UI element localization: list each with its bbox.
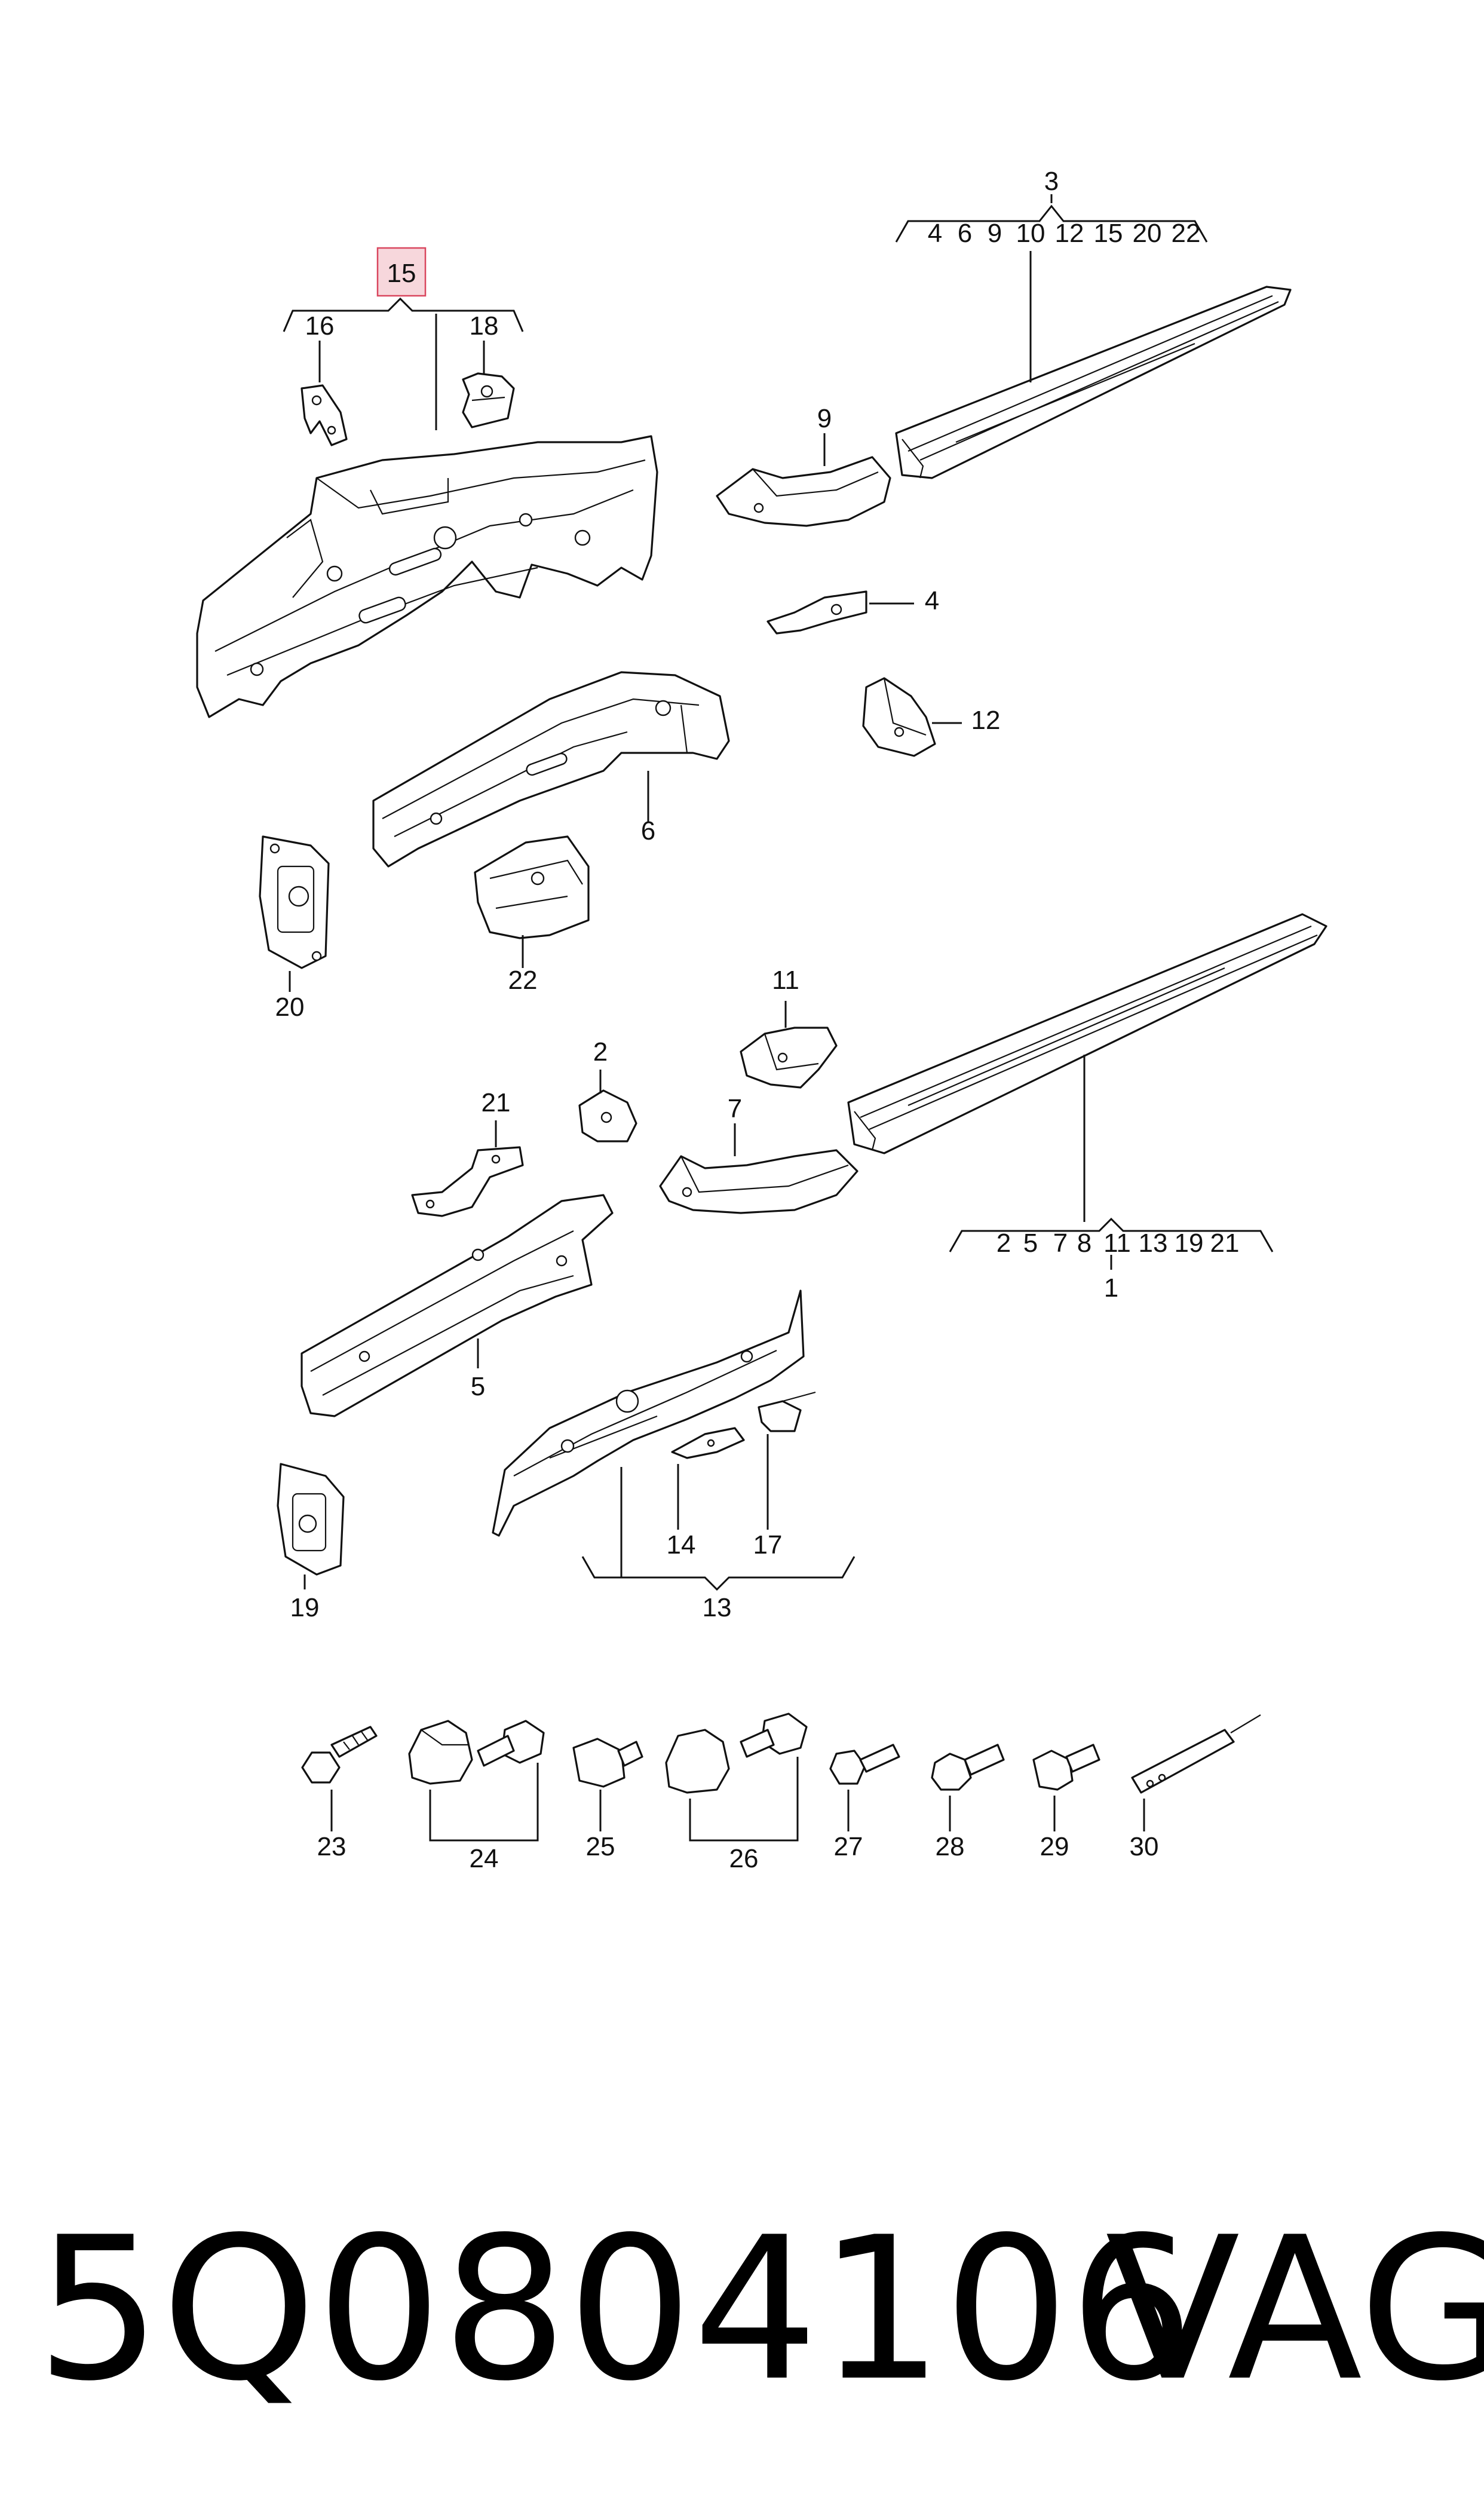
part-15-front-member[interactable] (196, 435, 658, 718)
callout-5[interactable]: 5 (471, 1372, 485, 1401)
part-17-clip[interactable] (758, 1391, 816, 1432)
part-1-sill-panel[interactable] (847, 913, 1327, 1154)
part-14-bracket[interactable] (671, 1427, 745, 1459)
part-25-bolt[interactable] (572, 1738, 643, 1788)
part-20-mounting-plate[interactable] (259, 835, 330, 969)
part-22-support[interactable] (474, 835, 590, 939)
part-29-bolt[interactable] (1032, 1744, 1100, 1791)
part-9-reinforcement[interactable] (716, 456, 891, 527)
callout-17[interactable]: 17 (753, 1530, 783, 1560)
callout-1[interactable]: 1 (1104, 1273, 1118, 1303)
callout-20[interactable]: 20 (275, 993, 305, 1022)
brand-label: VAG (1105, 2195, 1484, 2424)
callout-29[interactable]: 29 (1040, 1832, 1069, 1861)
part-28-bolt[interactable] (931, 1744, 1005, 1791)
part-number-label: 5Q0804106 (36, 2195, 1195, 2424)
callout-19[interactable]: 19 (290, 1593, 320, 1622)
callout-23[interactable]: 23 (317, 1832, 347, 1861)
callout-3-sub-4: 4 (928, 219, 942, 248)
callout-3[interactable]: 3 (1044, 167, 1059, 196)
callout-25[interactable]: 25 (586, 1832, 615, 1861)
callout-1-sub-8: 8 (1077, 1229, 1091, 1258)
callout-1-sub-11: 11 (1103, 1229, 1131, 1258)
callout-3-sub-9: 9 (988, 219, 1002, 248)
callout-11[interactable]: 11 (772, 966, 799, 995)
part-3-sill-panel[interactable] (895, 286, 1292, 479)
part-23-bolt[interactable] (301, 1726, 378, 1784)
callout-18[interactable]: 18 (470, 311, 499, 341)
callout-27[interactable]: 27 (834, 1832, 863, 1861)
callout-1-sub-19: 19 (1175, 1229, 1204, 1258)
callout-22[interactable]: 22 (508, 966, 538, 995)
leader-lines (283, 194, 1274, 1842)
callout-14[interactable]: 14 (667, 1530, 696, 1560)
part-13-rear-member[interactable] (492, 1289, 805, 1537)
part-18-bracket[interactable] (462, 372, 515, 428)
callout-1-sub-5: 5 (1023, 1229, 1038, 1258)
callout-3-sub-6: 6 (958, 219, 972, 248)
callout-21[interactable]: 21 (482, 1088, 511, 1117)
callout-3-sub-22: 22 (1172, 219, 1201, 248)
callout-15[interactable]: 15 (387, 259, 416, 288)
part-16-bracket[interactable] (301, 384, 348, 446)
part-7-reinforcement[interactable] (659, 1149, 858, 1214)
callout-labels: 15 16 18 3 4 6 9 10 12 15 20 22 9 4 12 6… (275, 167, 1240, 1873)
callout-1-sub-7: 7 (1053, 1229, 1068, 1258)
callout-1-sub-21: 21 (1210, 1229, 1240, 1258)
part-5-longitudinal-beam[interactable] (301, 1194, 614, 1417)
part-2-bracket[interactable] (578, 1089, 637, 1142)
callout-3-sub-15: 15 (1094, 219, 1123, 248)
callout-13[interactable]: 13 (703, 1593, 732, 1622)
part-27-bolt[interactable] (829, 1744, 900, 1785)
callout-24[interactable]: 24 (470, 1844, 499, 1873)
callout-9[interactable]: 9 (817, 404, 832, 433)
callout-3-sub-10: 10 (1016, 219, 1045, 248)
part-11-reinforcement[interactable] (740, 1027, 838, 1089)
callout-4[interactable]: 4 (925, 586, 939, 615)
callout-16[interactable]: 16 (305, 311, 335, 341)
part-26-bolt-set[interactable] (665, 1713, 808, 1794)
callout-7[interactable]: 7 (728, 1094, 742, 1123)
callout-3-sub-20: 20 (1133, 219, 1162, 248)
callout-12[interactable]: 12 (971, 706, 1001, 735)
callout-26[interactable]: 26 (729, 1844, 759, 1873)
part-21-bracket[interactable] (411, 1146, 524, 1217)
callout-3-sub-12: 12 (1055, 219, 1084, 248)
part-4-bracket[interactable] (766, 590, 867, 635)
part-24-bolt-set[interactable] (408, 1720, 545, 1785)
callout-28[interactable]: 28 (936, 1832, 965, 1861)
callout-6[interactable]: 6 (641, 816, 655, 846)
callout-1-sub-2: 2 (997, 1229, 1011, 1258)
callout-30[interactable]: 30 (1130, 1832, 1159, 1861)
callout-2[interactable]: 2 (593, 1037, 608, 1067)
callout-1-sub-13: 13 (1139, 1229, 1168, 1258)
part-12-gusset[interactable] (862, 677, 936, 757)
part-6-longitudinal-beam[interactable] (372, 671, 730, 868)
callout-15-highlight (376, 247, 427, 297)
part-19-mounting-plate[interactable] (277, 1463, 345, 1576)
part-30-rivet-tool[interactable] (1131, 1714, 1261, 1794)
